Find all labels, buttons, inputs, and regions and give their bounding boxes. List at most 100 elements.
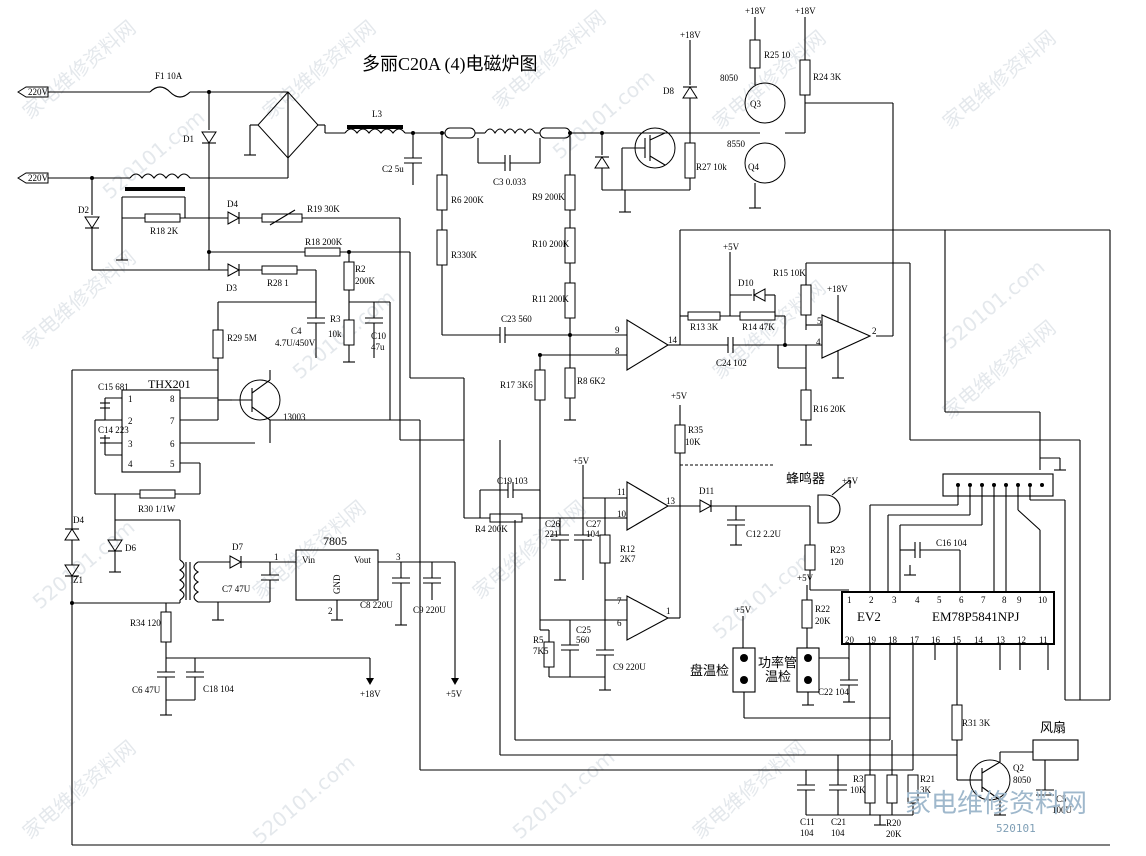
mcu-section: 蜂鸣器 +5V R23 120 bbox=[690, 457, 1066, 775]
pin-number: 2 bbox=[128, 416, 133, 426]
r23-label: R23 bbox=[830, 545, 846, 555]
reg-gnd: GND bbox=[332, 574, 342, 594]
r15-label: R15 10K bbox=[773, 268, 806, 278]
pin-number: 4 bbox=[816, 337, 821, 347]
r14-label: R14 47K bbox=[742, 322, 775, 332]
thx201-block: THX201 1 2 3 4 8 7 6 5 C15 681 C14 223 R… bbox=[71, 369, 306, 520]
watermark-site: 520101.com bbox=[708, 545, 820, 644]
c4-value: 4.7U/450V bbox=[275, 338, 316, 348]
c4-label: C4 bbox=[291, 326, 302, 336]
c6-label: C6 47U bbox=[132, 685, 161, 695]
pin-number: 7 bbox=[170, 416, 175, 426]
bottom-nets: C11 104 C21 104 R3 10K R20 20K R21 3K R3… bbox=[72, 229, 1111, 846]
pin-number: 4 bbox=[128, 459, 133, 469]
q3-label: Q3 bbox=[750, 99, 761, 109]
pin-number: 12 bbox=[1017, 635, 1026, 645]
rail-18v-op2: +18V bbox=[827, 284, 848, 294]
pin-number: 6 bbox=[170, 439, 175, 449]
q2-type: 8050 bbox=[1013, 775, 1032, 785]
c23-label: C23 560 bbox=[501, 314, 532, 324]
c9a-label: C9 220U bbox=[613, 662, 646, 672]
watermark-text: 家电维修资料网 bbox=[688, 735, 811, 843]
r35-label: R35 bbox=[688, 425, 704, 435]
c19-label: C19 103 bbox=[497, 476, 528, 486]
watermark-site: 520101.com bbox=[508, 745, 620, 844]
pin-number: 5 bbox=[170, 459, 175, 469]
tube-temp-label: 温检 bbox=[765, 669, 791, 684]
pin-number: 9 bbox=[615, 325, 620, 335]
pin-number: 5 bbox=[817, 316, 822, 326]
r23-value: 120 bbox=[830, 557, 844, 567]
comparator-3-4: R4 200K C19 103 C26 221 +5V C27 104 R12 … bbox=[464, 391, 810, 691]
c27-label: C27 bbox=[586, 519, 602, 529]
d8-label: D8 bbox=[663, 86, 674, 96]
r9-label: R9 200K bbox=[532, 192, 565, 202]
rail-18v-aux: +18V bbox=[360, 689, 381, 699]
pin-number: 5 bbox=[937, 595, 942, 605]
reg-vin: Vin bbox=[302, 555, 315, 565]
fan-label: 风扇 bbox=[1040, 720, 1066, 735]
q2-label: Q2 bbox=[1013, 763, 1024, 773]
power-bus: L3 C2 5u C3 0.033 R6 200K R330K bbox=[344, 109, 730, 368]
q4-type: 8550 bbox=[727, 139, 746, 149]
rail-5v-reg: +5V bbox=[446, 689, 463, 699]
r6-label: R6 200K bbox=[451, 195, 484, 205]
r19-label: R19 30K bbox=[307, 204, 340, 214]
pin-number: 6 bbox=[617, 618, 622, 628]
sense-circuit: D2 R18 2K D4 R19 30K R18 200K R2 200K bbox=[78, 176, 465, 518]
c10-value: 47u bbox=[371, 342, 385, 352]
pin-number: 7 bbox=[617, 596, 622, 606]
z1-label: Z1 bbox=[73, 575, 83, 585]
pin-number: 13 bbox=[996, 635, 1006, 645]
mcu-label: EM78P5841NPJ bbox=[932, 609, 1019, 624]
reg-label: 7805 bbox=[323, 534, 347, 548]
r18a-label: R18 2K bbox=[150, 226, 179, 236]
rail-5v-op3: +5V bbox=[573, 456, 590, 466]
pin-number: 16 bbox=[931, 635, 941, 645]
rail-18v-r24: +18V bbox=[795, 6, 816, 16]
ev2-label: EV2 bbox=[857, 609, 881, 624]
c14-label: C14 223 bbox=[98, 425, 129, 435]
rail-5v-r22: +5V bbox=[797, 573, 814, 583]
d4a-label: D4 bbox=[227, 199, 238, 209]
pin-number: 1 bbox=[847, 595, 852, 605]
c15-label: C15 681 bbox=[98, 382, 129, 392]
pin-number: 1 bbox=[128, 394, 133, 404]
q3-type: 8050 bbox=[720, 73, 739, 83]
r12-value: 2K7 bbox=[620, 554, 636, 564]
mcu-pins-top: 1 2 3 4 5 6 7 8 9 10 bbox=[847, 595, 1048, 605]
rail-5v-r35: +5V bbox=[671, 391, 688, 401]
r17-label: R17 3K6 bbox=[500, 380, 533, 390]
pin-number: 17 bbox=[910, 635, 920, 645]
watermark-text: 家电维修资料网 bbox=[938, 25, 1061, 133]
pin-number: 8 bbox=[615, 346, 620, 356]
r16-label: R16 20K bbox=[813, 404, 846, 414]
pin-number: 8 bbox=[1002, 595, 1007, 605]
c5-value: 100U bbox=[1052, 805, 1073, 815]
mains-label-2: 220V bbox=[28, 173, 49, 183]
comparator-ppg: C23 560 R17 3K6 R8 6K2 9 8 14 R13 3K R14… bbox=[442, 229, 1041, 631]
c27-value: 104 bbox=[586, 529, 600, 539]
push-pull-driver: +18V +18V R25 10 Q3 8050 Q4 8550 R24 3K bbox=[720, 6, 894, 337]
r5-value: 7K5 bbox=[533, 646, 549, 656]
watermark-text: 家电维修资料网 bbox=[18, 15, 141, 123]
r24-label: R24 3K bbox=[813, 72, 842, 82]
r21-value: 3K bbox=[920, 785, 932, 795]
c10-label: C10 bbox=[371, 331, 387, 341]
r3b-value: 10K bbox=[850, 785, 866, 795]
pin-number: 2 bbox=[328, 606, 333, 616]
pin-number: 10 bbox=[1038, 595, 1048, 605]
c7-label: C7 47U bbox=[222, 584, 251, 594]
l3-label: L3 bbox=[372, 109, 382, 119]
pwr-tube-label: 功率管 bbox=[758, 655, 797, 670]
r8-label: R8 6K2 bbox=[577, 376, 605, 386]
pin-number: 20 bbox=[845, 635, 855, 645]
d11-label: D11 bbox=[699, 486, 714, 496]
c8-label: C8 220U bbox=[360, 600, 393, 610]
c3-label: C3 0.033 bbox=[493, 177, 527, 187]
watermark-text: 家电维修资料网 bbox=[18, 245, 141, 353]
pin-number: 2 bbox=[869, 595, 874, 605]
r21-label: R21 bbox=[920, 774, 935, 784]
fuse-label: F1 10A bbox=[155, 71, 183, 81]
